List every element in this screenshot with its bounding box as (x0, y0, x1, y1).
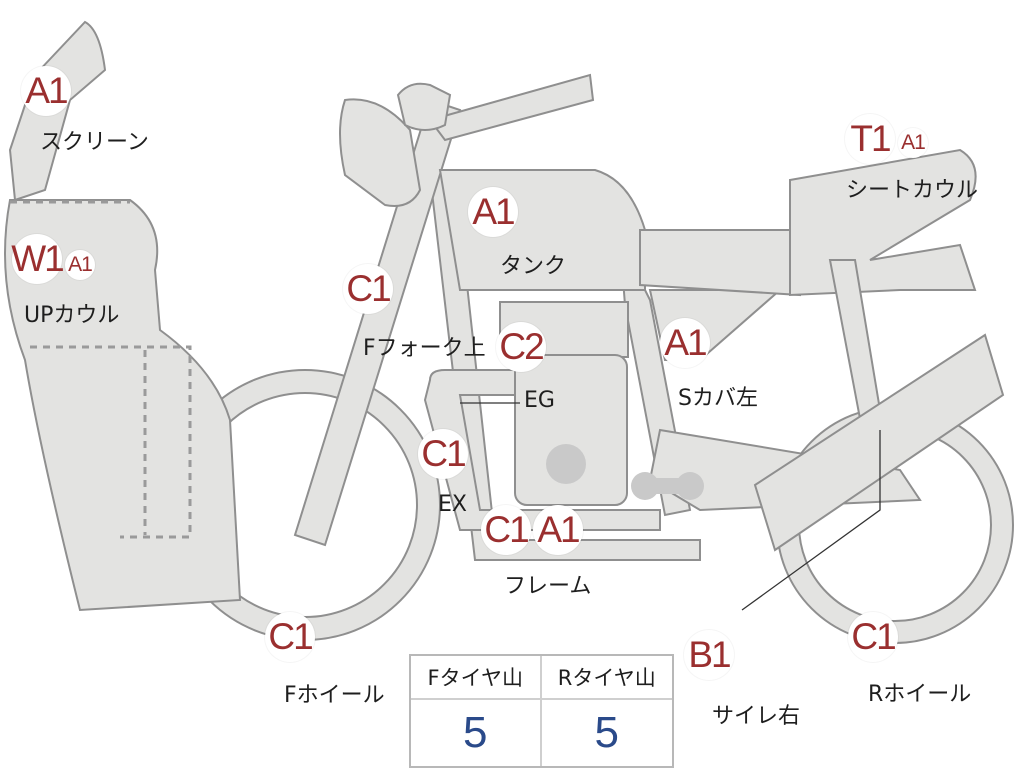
label-exhaust: EX (438, 492, 467, 517)
engine-body-shape (514, 354, 628, 506)
label-engine: EG (524, 388, 555, 413)
grade-badge-exhaust: C1 (418, 429, 468, 479)
engine-cover-shape (546, 444, 586, 484)
grade-badge-rear-wheel: C1 (848, 612, 898, 662)
grade-badge-fork-upper: C1 (343, 264, 393, 314)
front-tread-value: 5 (411, 700, 542, 766)
grade-badge-seat-cowl-2: A1 (898, 128, 928, 158)
fork-shape (293, 98, 462, 547)
grade-badge-silencer-right: B1 (684, 630, 734, 680)
label-frame: フレーム (504, 574, 592, 599)
grade-badge-up-cowl: W1 (11, 234, 65, 284)
cowl-seam-mid (30, 345, 192, 539)
headlight-shape (339, 98, 422, 207)
grade-badge-screen: A1 (21, 66, 71, 116)
label-rear-wheel: Rホイール (868, 682, 972, 707)
label-front-wheel: Fホイール (284, 683, 385, 708)
grade-badge-frame-2: A1 (533, 505, 583, 555)
grade-badge-up-cowl-2: A1 (65, 250, 95, 280)
silencer-leader (741, 430, 881, 611)
footpeg-end-right (676, 472, 704, 500)
front-tread-header: Fタイヤ山 (411, 656, 542, 700)
grade-badge-seat-cowl: T1 (845, 114, 895, 164)
grade-badge-frame: C1 (481, 505, 531, 555)
seat-cowl-shape (789, 148, 977, 297)
label-seat-cowl: シートカウル (846, 178, 979, 203)
grade-badge-engine: C2 (496, 322, 546, 372)
grade-badge-front-wheel: C1 (265, 612, 315, 662)
label-tank: タンク (500, 254, 567, 279)
seat-shape (639, 229, 801, 297)
mirror-shape (396, 82, 452, 131)
exhaust-shape (423, 369, 661, 531)
up-cowl-shape (4, 199, 242, 612)
footpeg-end-left (631, 472, 659, 500)
rear-tread-header: Rタイヤ山 (541, 656, 672, 700)
tire-tread-table: Fタイヤ山 Rタイヤ山 5 5 (409, 654, 674, 768)
label-fork-upper: Fフォーク上 (363, 336, 486, 361)
handlebar-shape (428, 73, 595, 142)
label-up-cowl: UPカウル (24, 303, 120, 328)
label-screen: スクリーン (40, 130, 149, 155)
label-silencer-right: サイレ右 (712, 704, 801, 729)
silencer-shape (753, 333, 1005, 552)
grade-badge-side-cover-left: A1 (660, 318, 710, 368)
rear-tread-value: 5 (594, 708, 619, 757)
label-side-cover-left: Sカバ左 (678, 386, 758, 411)
grade-badge-tank: A1 (468, 187, 518, 237)
